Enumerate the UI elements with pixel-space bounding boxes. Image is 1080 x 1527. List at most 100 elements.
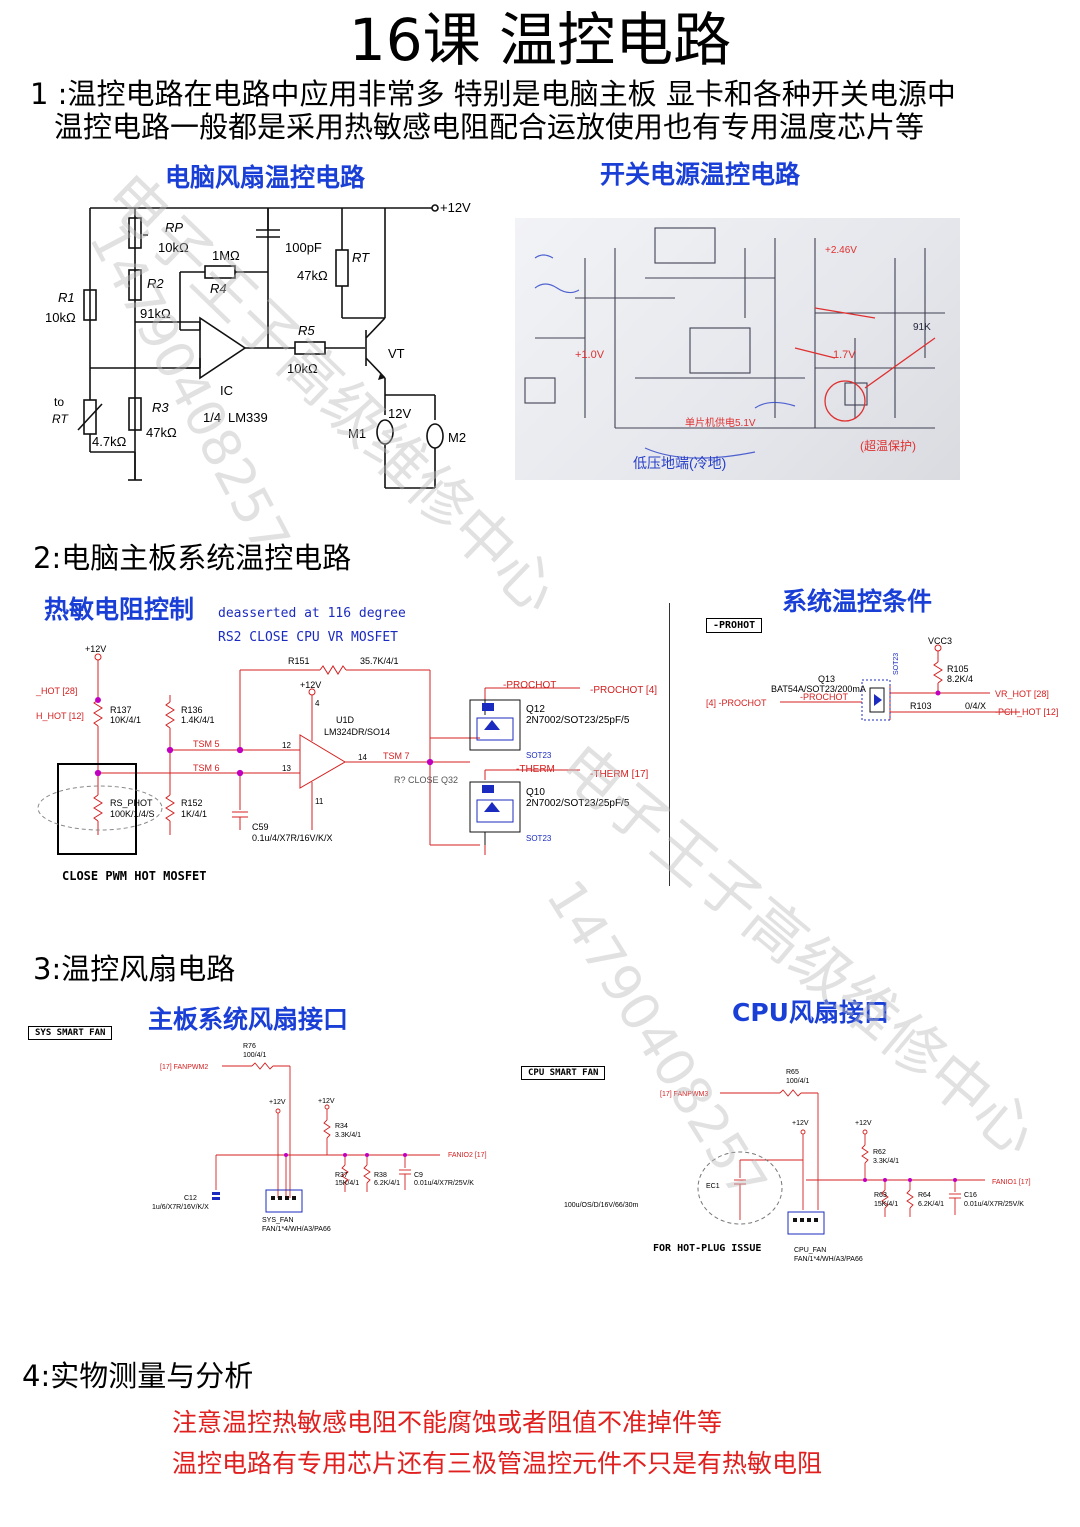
schem-rp: RP [165,220,183,235]
condition-schematic: VCC3 R105 8.2K/4 Q13 BAT54A/SOT23/200mA … [706,636,1058,721]
sys-r34: R34 [335,1123,348,1130]
thm-sot23a: SOT23 [526,751,552,760]
thm-sot23b: SOT23 [526,834,552,843]
sys-r76v: 100/4/1 [243,1052,266,1059]
thm-r137v: 10K/4/1 [110,715,141,725]
schem-r1: R1 [58,290,75,305]
thm-r152: R152 [181,798,203,808]
cpu-conn: CPU_FAN [794,1247,826,1254]
fan-circuit-title: 电脑风扇温控电路 [165,163,366,192]
psu-note-1v: +1.0V [575,349,605,361]
sys-r76: R76 [243,1043,256,1050]
section-3-heading: 3:温控风扇电路 [33,952,236,986]
thm-u1dp: LM324DR/SO14 [324,727,390,737]
intro-line-1: 1 :温控电路在电路中应用非常多 特别是电脑主板 显卡和各种开关电源中 [30,77,956,111]
schem-r5: R5 [298,323,315,338]
thm-r136: R136 [181,705,203,715]
sys-c12v: 1u/6/X7R/16V/K/X [152,1204,209,1211]
thm-u1d: U1D [336,715,355,725]
hot-plug-note: FOR HOT-PLUG ISSUE [653,1243,762,1254]
thm-q12: Q12 [526,704,545,715]
psu-note-91k: 91K [913,322,931,333]
cpu-v12a: +12V [792,1120,809,1127]
thm-hhot: H_HOT [12] [36,711,84,721]
analysis-note-1: 注意温控热敏感电阻不能腐蚀或者阻值不准掉件等 [172,1408,723,1437]
sys-c12: C12 [184,1195,197,1202]
cpu-r65v: 100/4/1 [786,1078,809,1085]
thm-q12v: 2N7002/SOT23/25pF/5 [526,715,630,726]
sys-c9v: 0.01u/4/X7R/25V/K [414,1180,474,1187]
page-title: 16课 温控电路 [348,6,732,74]
thm-tsm6: TSM 6 [193,763,220,773]
thm-tsm5: TSM 5 [193,739,220,749]
fan-control-schematic: +12V RP 10kΩ 100pF 1MΩ R4 RT 47kΩ R2 91k… [45,200,471,489]
cpu-fanio1: FANIO1 [17] [992,1179,1031,1186]
cpu-fanpwm3: [17] FANPWM3 [660,1091,708,1098]
sys-r37: R37 [335,1172,348,1179]
schem-r3: R3 [152,400,169,415]
sys-r38v: 6.2K/4/1 [374,1180,400,1187]
sys-c9: C9 [414,1172,423,1179]
thm-c59: C59 [252,822,269,832]
schem-fan-v: 12V [388,406,411,421]
schem-rt: RT [352,250,370,265]
thm-hot28: _HOT [28] [35,686,77,696]
schem-vcc: +12V [440,200,471,215]
thm-prochot4: -PROCHOT [4] [590,685,657,696]
psu-schematic-sketch: +1.0V +2.46V 1.7V 低压地端(冷地) (超温保护) 单片机供电5… [524,227,945,471]
cpu-r65: R65 [786,1069,799,1076]
cpu-r64v: 6.2K/4/1 [918,1201,944,1208]
thm-v12b: +12V [300,680,321,690]
sys-r38: R38 [374,1172,387,1179]
psu-circuit-title: 开关电源温控电路 [600,160,801,189]
schem-ic-part: LM339 [228,410,268,425]
cond-q13: Q13 [818,674,835,684]
thm-q10: Q10 [526,787,545,798]
deasserted-note: deasserted at 116 degree [218,606,406,621]
thm-rsphot: RS_PHOT [110,798,153,808]
cpu-ec1v: 100u/OS/D/16V/66/30m [564,1202,638,1209]
schem-rt2-val: 4.7kΩ [92,434,127,449]
thm-pin12: 12 [282,741,291,750]
cpu-r62v: 3.3K/4/1 [873,1158,899,1165]
cond-prochot-in: [4] -PROCHOT [706,698,767,708]
psu-schematic-photo: +1.0V +2.46V 1.7V 低压地端(冷地) (超温保护) 单片机供电5… [515,218,960,480]
thm-r136v: 1.4K/4/1 [181,715,215,725]
section-4-heading: 4:实物测量与分析 [22,1359,254,1393]
system-condition-title: 系统温控条件 [782,587,933,616]
schem-r4-val: 1MΩ [212,248,240,263]
sys-fan-schematic: R76 100/4/1 [17] FANPWM2 +12V +12V R34 3… [152,1043,487,1233]
sys-conn: SYS_FAN [262,1217,294,1224]
cond-pchhot: -PCH_HOT [12] [995,707,1058,717]
cpu-r62: R62 [873,1149,886,1156]
schem-r4: R4 [210,281,227,296]
cond-vrhot: VR_HOT [28] [995,689,1049,699]
schem-r3-val: 47kΩ [146,425,177,440]
thermistor-title: 热敏电阻控制 [44,595,195,624]
psu-note-246v: +2.46V [825,245,857,256]
section-divider [669,603,670,886]
thm-pin11: 11 [315,797,324,806]
schem-m1: M1 [348,426,366,441]
sys-r34v: 3.3K/4/1 [335,1132,361,1139]
thm-therm: -THERM [516,764,555,775]
sys-v12b: +12V [318,1098,335,1105]
thm-therm17: -THERM [17] [590,769,649,780]
analysis-note-2: 温控电路有专用芯片还有三极管温控元件不只是有热敏电阻 [172,1449,823,1478]
cpu-v12b: +12V [855,1120,872,1127]
thm-pin4: 4 [315,699,320,708]
schem-ic: IC [220,383,233,398]
cpu-fan-schematic: R65 100/4/1 [17] FANPWM3 +12V +12V R62 3… [564,1069,1031,1263]
thm-rsphotv: 100K/1/4/S [110,809,155,819]
sys-fan-title: 主板系统风扇接口 [148,1005,349,1034]
cpu-c16: C16 [964,1192,977,1199]
sys-v12a: +12V [269,1099,286,1106]
thm-r7-note: R? CLOSE Q32 [394,775,458,785]
thm-r151: R151 [288,656,310,666]
cpu-connv: FAN/1*4/WH/A3/PA66 [794,1256,863,1263]
schem-m2: M2 [448,430,466,445]
cpu-r64: R64 [918,1192,931,1199]
schem-rt-val: 47kΩ [297,268,328,283]
schem-r5-val: 10kΩ [287,361,318,376]
schem-r2: R2 [147,276,164,291]
